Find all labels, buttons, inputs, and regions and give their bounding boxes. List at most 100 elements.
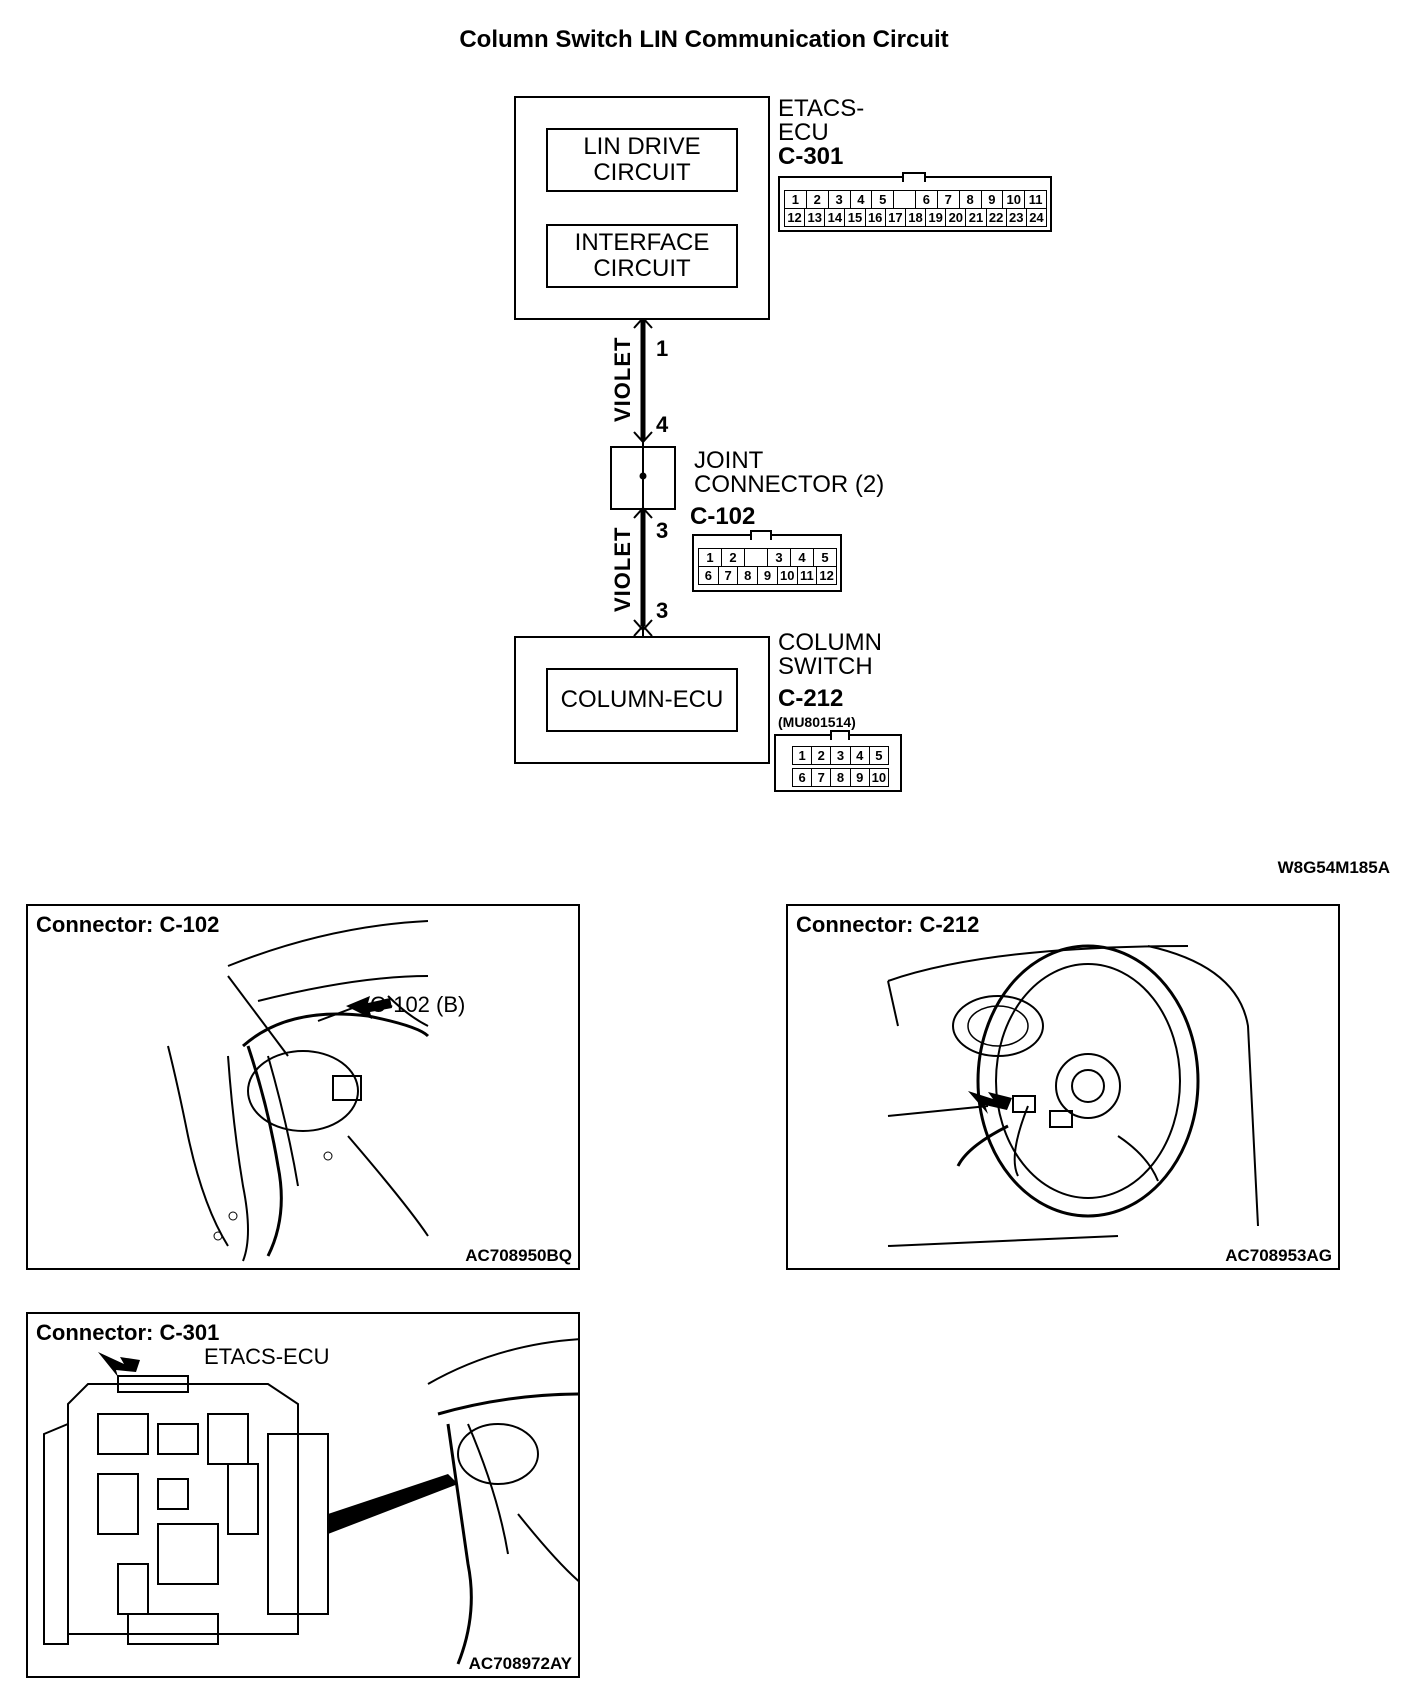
c102-pin-11: 11 xyxy=(797,567,818,585)
column-ecu-label: COLUMN-ECU xyxy=(560,686,724,713)
c301-pin-14: 14 xyxy=(825,209,846,227)
c301-pin-11: 11 xyxy=(1025,191,1047,209)
panel-c212: Connector: C-212 AC708953AG xyxy=(786,904,1340,1270)
c301-pin-22: 22 xyxy=(986,209,1007,227)
column-connector-id: C-212 xyxy=(778,685,844,712)
c212-pin-5: 5 xyxy=(869,747,889,765)
c301-pin-21: 21 xyxy=(966,209,987,227)
panel-c102-callout: C-102 (B) xyxy=(370,992,466,1017)
c102-pin-6: 6 xyxy=(699,567,719,585)
c301-pin-17: 17 xyxy=(885,209,906,227)
lin-drive-line2: CIRCUIT xyxy=(593,159,691,186)
pin-column: 3 xyxy=(656,598,669,623)
c301-pin-3: 3 xyxy=(828,191,851,209)
c301-pin-6: 6 xyxy=(916,191,938,209)
interface-line2: CIRCUIT xyxy=(593,255,691,282)
c102-pin-blank xyxy=(745,549,768,567)
panel-c301-code: AC708972AY xyxy=(468,1654,572,1673)
joint-name-line1: JOINT xyxy=(694,447,764,474)
column-name-line1: COLUMN xyxy=(778,629,883,656)
c102-pin-7: 7 xyxy=(718,567,739,585)
c212-key-icon xyxy=(830,730,850,740)
c301-pin-10: 10 xyxy=(1003,191,1026,209)
interface-line1: INTERFACE xyxy=(574,229,710,256)
c102-pin-10: 10 xyxy=(777,567,798,585)
c212-pin-7: 7 xyxy=(812,769,832,787)
column-part-number: (MU801514) xyxy=(778,714,856,730)
c212-pin-8: 8 xyxy=(831,769,851,787)
steering-wheel-illustration xyxy=(887,944,1259,1247)
c102-pin-2: 2 xyxy=(722,549,745,567)
c301-pin-1: 1 xyxy=(785,191,807,209)
panel-c102: Connector: C-102 C-102 (B) AC708950BQ xyxy=(26,904,580,1270)
panel-c301-callout: ETACS-ECU xyxy=(204,1344,330,1369)
c102-pin-5: 5 xyxy=(814,549,837,567)
column-ecu-block: COLUMN-ECU xyxy=(546,668,738,732)
c301-pin-24: 24 xyxy=(1026,209,1047,227)
c301-pin-7: 7 xyxy=(937,191,960,209)
c301-pin-19: 19 xyxy=(926,209,947,227)
lin-drive-line1: LIN DRIVE xyxy=(583,133,701,160)
c102-pin-9: 9 xyxy=(758,567,778,585)
c301-pin-13: 13 xyxy=(805,209,826,227)
c301-pin-8: 8 xyxy=(959,191,982,209)
lower-wire-color: VIOLET xyxy=(610,526,635,612)
c301-pin-4: 4 xyxy=(850,191,873,209)
dashboard-harness-illustration xyxy=(167,920,430,1262)
c212-pin-10: 10 xyxy=(869,769,889,787)
column-name-line2: SWITCH xyxy=(778,653,873,680)
c212-pin-3: 3 xyxy=(831,747,851,765)
joint-connector-id: C-102 xyxy=(690,503,756,530)
c102-pin-1: 1 xyxy=(699,549,722,567)
c212-pin-9: 9 xyxy=(850,769,870,787)
drawing-code: W8G54M185A xyxy=(1277,858,1390,877)
pin-joint-top: 4 xyxy=(656,412,669,437)
c102-pin-12: 12 xyxy=(817,567,837,585)
pin-etacs: 1 xyxy=(656,336,669,361)
etacs-connector-id: C-301 xyxy=(778,143,844,170)
c301-pin-9: 9 xyxy=(981,191,1004,209)
c212-pin-1: 1 xyxy=(793,747,813,765)
joint-connector-box xyxy=(610,446,676,510)
c102-pin-3: 3 xyxy=(768,549,791,567)
c102-key-icon xyxy=(750,530,772,540)
c301-pin-16: 16 xyxy=(865,209,886,227)
c212-pin-6: 6 xyxy=(793,769,813,787)
etacs-name-line1: ETACS- xyxy=(778,95,865,122)
c301-key-icon xyxy=(902,172,926,182)
c212-pin-2: 2 xyxy=(812,747,832,765)
c301-pin-5: 5 xyxy=(872,191,895,209)
c301-pin-23: 23 xyxy=(1006,209,1027,227)
c301-pin-blank xyxy=(894,191,916,209)
c301-pin-20: 20 xyxy=(946,209,967,227)
c212-pin-4: 4 xyxy=(850,747,870,765)
panel-c212-title: Connector: C-212 xyxy=(796,912,980,937)
c102-pin-8: 8 xyxy=(738,567,759,585)
c301-pin-15: 15 xyxy=(845,209,866,227)
etacs-name-line2: ECU xyxy=(778,119,829,146)
c301-pin-2: 2 xyxy=(806,191,829,209)
upper-wire-color: VIOLET xyxy=(610,336,635,422)
c301-pin-12: 12 xyxy=(785,209,806,227)
diagram-title: Column Switch LIN Communication Circuit xyxy=(459,26,949,53)
panel-c102-title: Connector: C-102 xyxy=(36,912,220,937)
panel-c212-code: AC708953AG xyxy=(1225,1246,1332,1265)
panel-c102-code: AC708950BQ xyxy=(465,1246,572,1265)
panel-c301-title: Connector: C-301 xyxy=(36,1320,220,1345)
panel-c301: Connector: C-301 ETACS-ECU AC708972AY xyxy=(26,1312,580,1678)
etacs-ecu-illustration xyxy=(43,1338,578,1665)
c301-pin-18: 18 xyxy=(905,209,927,227)
pin-joint-bottom: 3 xyxy=(656,518,669,543)
joint-name-line2: CONNECTOR (2) xyxy=(694,471,885,498)
